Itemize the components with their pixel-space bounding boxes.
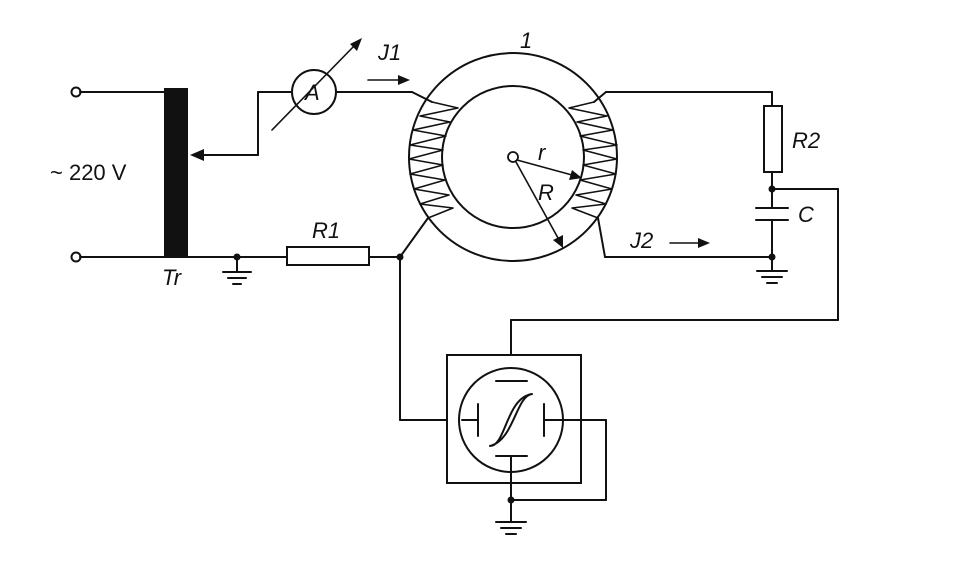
toroid-lead-in-top — [411, 91, 433, 103]
toroid-outer-ring — [408, 52, 618, 262]
left-winding — [408, 101, 459, 219]
resistor-1-body — [286, 246, 370, 266]
resistor-1-label: R1 — [312, 218, 340, 243]
ammeter-label: A — [303, 80, 320, 105]
toroid-lead-left-bottom — [399, 217, 429, 258]
resistor-1 — [286, 246, 370, 266]
ground-right — [756, 270, 788, 284]
mains-voltage-label: ~ 220 V — [50, 160, 127, 185]
ammeter — [257, 38, 413, 156]
junction-ground-right — [768, 253, 776, 261]
transformer-tap-arrow — [190, 149, 204, 161]
ammeter-adjust-arrowhead — [350, 38, 362, 51]
ammeter-adjust-line — [271, 43, 357, 131]
radius-R-arrowhead — [553, 235, 563, 248]
outer-radius-label: R — [538, 180, 554, 205]
toroid-center — [507, 151, 519, 163]
toroid — [399, 52, 618, 262]
current-1-arrow — [367, 75, 410, 85]
oscilloscope — [446, 354, 607, 523]
resistor-2-label: R2 — [792, 128, 820, 153]
hysteresis-trace — [489, 393, 533, 447]
transformer-core — [164, 88, 188, 257]
current-2-label: J2 — [629, 228, 653, 253]
toroid-inner-ring — [441, 85, 585, 229]
inner-radius-label: r — [538, 140, 547, 165]
transformer-label: Tr — [162, 265, 183, 290]
toroid-lead-right-bottom — [597, 217, 606, 258]
toroid-number-label: 1 — [520, 28, 532, 53]
toroid-lead-right-top — [593, 91, 607, 103]
right-winding — [568, 101, 618, 219]
capacitor-label: C — [798, 202, 814, 227]
ground-bottom — [495, 521, 527, 535]
radius-R-line — [515, 161, 559, 239]
ground-transformer — [222, 253, 252, 285]
current-1-label: J1 — [377, 40, 401, 65]
radius-r-arrowhead — [569, 170, 582, 180]
resistor-2-body — [763, 105, 783, 173]
transformer — [79, 88, 401, 258]
radius-r-line — [516, 159, 573, 176]
current-2-arrow — [669, 238, 710, 248]
